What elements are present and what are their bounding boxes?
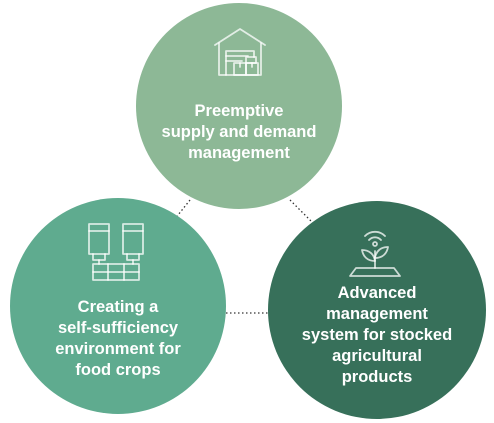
node-self-sufficiency: Creating a self-sufficiency environment … [10, 198, 226, 414]
storage-bins-icon [88, 223, 144, 281]
node-label: Advanced management system for stocked a… [301, 284, 453, 386]
warehouse-icon [214, 28, 266, 76]
node-supply-demand-management: Preemptive supply and demand management [136, 3, 342, 209]
node-advanced-management-system: Advanced management system for stocked a… [268, 201, 486, 419]
connector-top-left [169, 199, 191, 226]
node-label: Preemptive supply and demand management [161, 102, 317, 162]
node-label: Creating a self-sufficiency environment … [55, 298, 181, 379]
smart-sprout-icon [349, 230, 401, 277]
